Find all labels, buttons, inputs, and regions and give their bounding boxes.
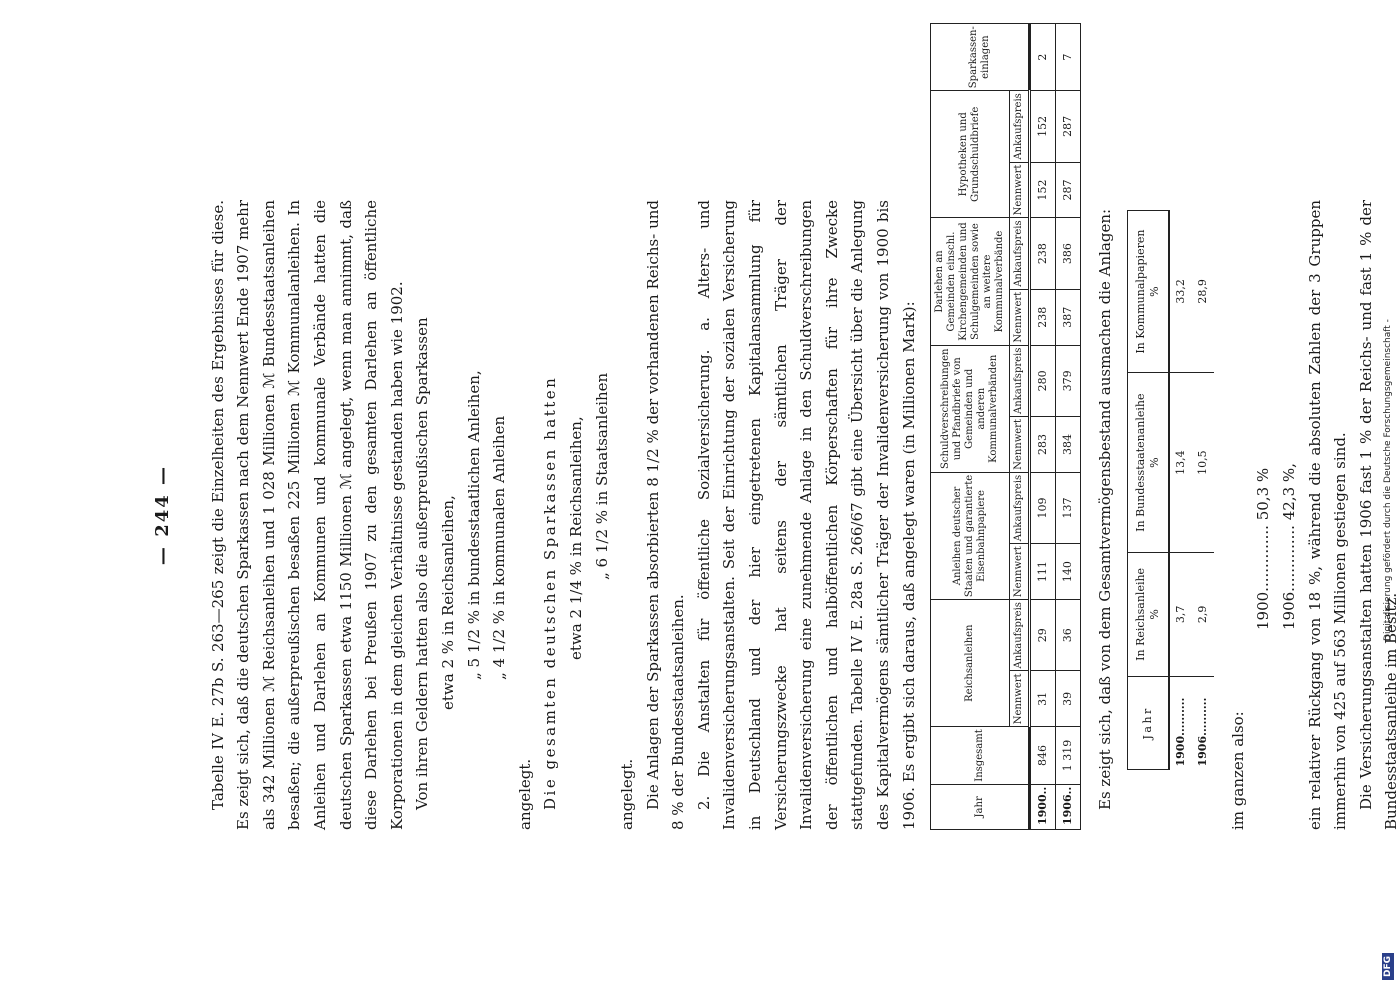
th-ankaufspreis: Ankaufspreis: [1009, 599, 1030, 671]
cell-year: 1906..: [1055, 784, 1081, 830]
sum-value: 42,3 %,: [1280, 463, 1298, 521]
cell-spar: 7: [1055, 23, 1081, 91]
th-sparkassen: Sparkassen-einlagen: [930, 23, 1030, 91]
cell-value: 386: [1055, 217, 1081, 290]
th-col-label: In Kommunalpapieren: [1133, 229, 1147, 354]
th-ankaufspreis: Ankaufspreis: [1009, 217, 1030, 290]
th-ankaufspreis: Ankaufspreis: [1009, 472, 1030, 544]
paragraph-2: Von ihren Geldern hatten also die außerp…: [413, 317, 432, 810]
cell-value: 29: [1029, 599, 1056, 671]
page-content: — 244 — Tabelle IV E. 27b S. 263—265 zei…: [150, 23, 1397, 830]
cell-year: 1906..........: [1195, 697, 1209, 767]
cell-value: 152: [1029, 162, 1056, 218]
th-ankaufspreis: Ankaufspreis: [1009, 90, 1030, 163]
digitization-notice: Digitalisierung gefördert durch die Deut…: [1383, 319, 1393, 641]
th-nennwert: Nennwert: [1009, 543, 1030, 600]
cell-total: 1 319: [1055, 726, 1081, 785]
share-table: Jahr In Reichsanleihe% In Bundesstaatena…: [1127, 210, 1214, 770]
cell-value: 152: [1029, 90, 1056, 163]
list1-item: etwa 2 % in Reichsanleihen,: [438, 495, 457, 710]
cell-value: 109: [1029, 472, 1056, 544]
cell-value: 287: [1055, 90, 1081, 163]
th-group: Reichsanleihen: [930, 599, 1010, 727]
cell-value: 137: [1055, 472, 1081, 544]
th-col-label: In Reichsanleihe: [1133, 567, 1147, 661]
th-group: Hypotheken und Grundschuldbriefe: [930, 90, 1010, 218]
cell-value: 3,7: [1168, 552, 1192, 677]
list2-item: etwa 2 1/4 % in Reichsanleihen,: [566, 416, 585, 660]
paragraph-3: Die gesamten deutschen Sparkassen hatten: [541, 375, 560, 810]
th-jahr: Jahr: [1127, 676, 1169, 770]
im-ganzen: im ganzen also:: [1228, 711, 1247, 830]
th-unit: %: [1147, 609, 1161, 620]
cell-value: 111: [1029, 543, 1056, 600]
cell-value: 287: [1055, 162, 1081, 218]
table-row: 1900.......... 3,7 13,4 33,2: [1168, 210, 1192, 770]
paragraph-6: Es zeigt sich, daß von dem Gesamtvermöge…: [1096, 208, 1115, 810]
table-row: 1906.......... 2,9 10,5 28,9: [1191, 210, 1214, 770]
th-col-label: In Bundesstaatenanleihe: [1133, 393, 1147, 532]
investment-table: Jahr Insgesamt Reichsanleihen Anleihen d…: [930, 23, 1081, 830]
list1-item: „ 5 1/2 % in bundesstaatlichen Anleihen,: [464, 370, 483, 680]
th-nennwert: Nennwert: [1009, 162, 1030, 218]
cell-year: 1900..........: [1173, 697, 1187, 767]
th-jahr: Jahr: [930, 784, 1030, 830]
cell-value: 39: [1055, 670, 1081, 727]
angelegt-1: angelegt.: [515, 758, 534, 830]
th-group: Schuldverschreibungen und Pfandbriefe vo…: [930, 345, 1010, 473]
list2-item: „ 6 1/2 % in Staatsanleihen: [592, 372, 611, 580]
paragraph-7: ein relativer Rückgang von 18 %, während…: [1305, 200, 1350, 830]
cell-spar: 2: [1029, 23, 1056, 91]
cell-value: 280: [1029, 345, 1056, 417]
cell-value: 283: [1029, 416, 1056, 473]
th-col: In Kommunalpapieren%: [1127, 210, 1169, 373]
th-col: In Bundesstaatenanleihe%: [1127, 372, 1169, 553]
cell-year: 1900..: [1029, 784, 1056, 830]
th-nennwert: Nennwert: [1009, 289, 1030, 346]
cell-value: 387: [1055, 289, 1081, 346]
paragraph-5: 2. Die Anstalten für öffentliche Sozialv…: [694, 200, 918, 830]
sum-year: 1906..............: [1280, 525, 1298, 630]
table-row: 1906.. 1 319 39 36 140 137 384 379 387 3…: [1055, 23, 1081, 830]
sum-value: 50,3 %: [1254, 467, 1273, 521]
paragraph-1: Tabelle IV E. 27b S. 263—265 zeigt die E…: [208, 200, 406, 830]
th-unit: %: [1147, 286, 1161, 297]
th-insgesamt: Insgesamt: [930, 726, 1030, 785]
cell-value: 33,2: [1168, 210, 1192, 373]
th-col: In Reichsanleihe%: [1127, 552, 1169, 677]
page-number: — 244 —: [152, 464, 173, 566]
th-nennwert: Nennwert: [1009, 670, 1030, 727]
sum-row: 1900.............. 50,3 %: [1251, 200, 1277, 830]
cell-total: 846: [1029, 726, 1056, 785]
cell-value: 13,4: [1168, 372, 1192, 553]
cell-value: 238: [1029, 217, 1056, 290]
cell-value: 28,9: [1191, 210, 1214, 373]
dfg-logo: DFG: [1382, 952, 1394, 980]
sum-row: 1906.............. 42,3 %,: [1277, 200, 1303, 830]
cell-value: 10,5: [1191, 372, 1214, 553]
th-ankaufspreis: Ankaufspreis: [1009, 345, 1030, 417]
cell-value: 2,9: [1191, 552, 1214, 677]
th-nennwert: Nennwert: [1009, 416, 1030, 473]
cell-value: 36: [1055, 599, 1081, 671]
th-group: Anleihen deutscher Staaten und garantier…: [930, 472, 1010, 600]
angelegt-2: angelegt.: [618, 758, 637, 830]
cell-value: 31: [1029, 670, 1056, 727]
list1-item: „ 4 1/2 % in kommunalen Anleihen: [490, 415, 509, 680]
paragraph-4: Die Anlagen der Sparkassen absorbierten …: [643, 200, 688, 830]
table-row: 1900.. 846 31 29 111 109 283 280 238 238…: [1029, 23, 1056, 830]
th-unit: %: [1147, 457, 1161, 468]
th-group: Darlehen an Gemeinden einschl. Kirchenge…: [930, 217, 1010, 346]
cell-value: 384: [1055, 416, 1081, 473]
cell-value: 238: [1029, 289, 1056, 346]
cell-value: 379: [1055, 345, 1081, 417]
cell-value: 140: [1055, 543, 1081, 600]
sum-year: 1900..............: [1254, 525, 1273, 630]
